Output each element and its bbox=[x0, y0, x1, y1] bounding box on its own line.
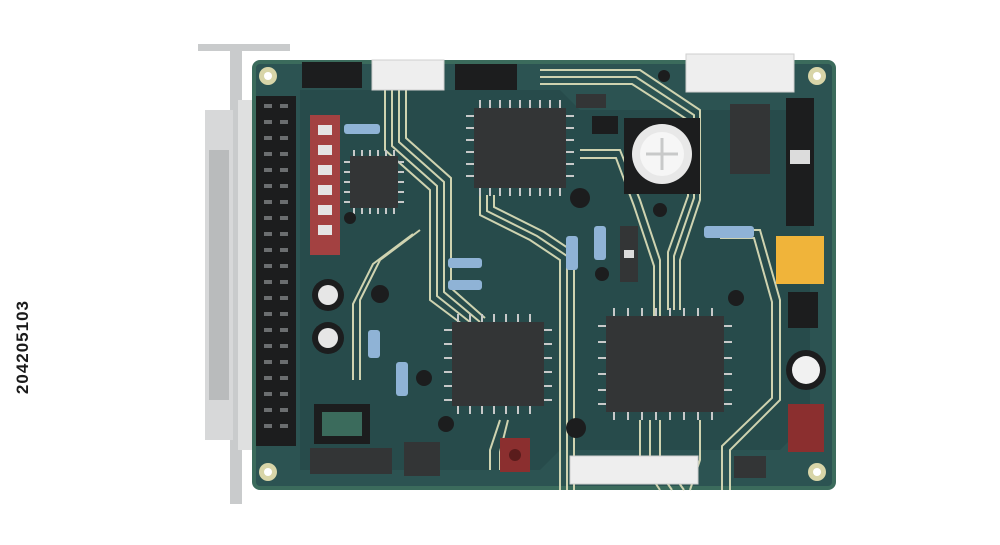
dip-chip-right bbox=[730, 98, 814, 226]
chip-large-right bbox=[598, 308, 732, 420]
red-header bbox=[310, 115, 340, 255]
coin-battery bbox=[624, 118, 700, 194]
vias bbox=[344, 70, 744, 438]
top-connectors bbox=[302, 53, 795, 485]
small-chip-left bbox=[344, 150, 404, 214]
metal-bracket bbox=[198, 44, 290, 504]
misc-components bbox=[310, 94, 824, 478]
chip-top-center bbox=[466, 100, 574, 196]
stock-id: 204205103 bbox=[13, 300, 32, 395]
chip-bottom-left bbox=[444, 314, 552, 414]
yellow-capacitor bbox=[776, 236, 824, 284]
mount-holes bbox=[259, 67, 826, 481]
edge-connector bbox=[256, 96, 296, 446]
capacitors bbox=[312, 279, 826, 390]
resistors bbox=[344, 124, 754, 396]
